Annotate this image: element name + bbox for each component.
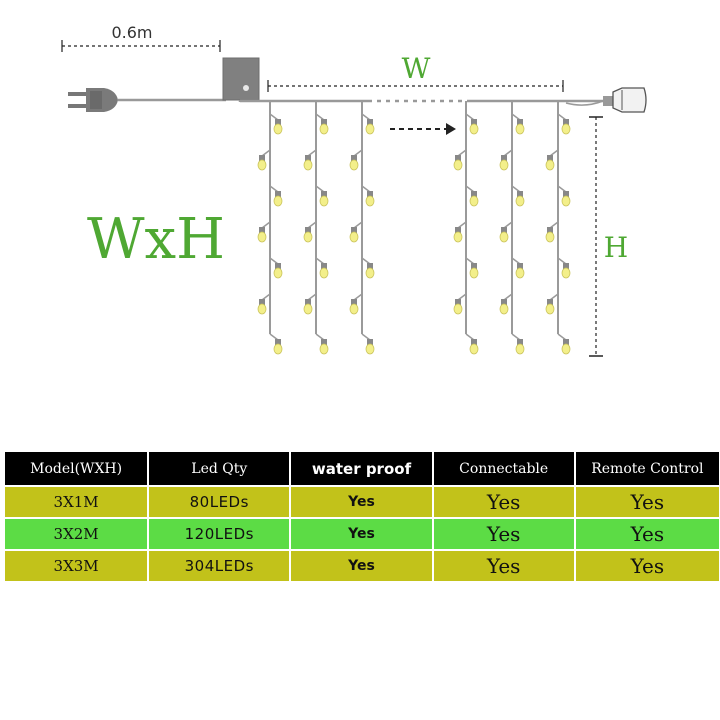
table-row: 3X1M 80LEDs Yes Yes Yes	[5, 487, 719, 517]
cell-remote-control: Yes	[575, 487, 719, 517]
cell-remote-control: Yes	[575, 551, 719, 581]
led-bulb-icon	[315, 333, 329, 355]
led-bulb-icon	[349, 149, 363, 171]
cell-led-qty: 80LEDs	[149, 487, 290, 517]
cell-model: 3X2M	[5, 519, 148, 549]
cable-length-dimension: 0.6m	[61, 23, 221, 52]
cell-led-qty: 304LEDs	[149, 551, 290, 581]
led-bulb-icon	[545, 293, 559, 315]
led-bulb-icon	[453, 149, 467, 171]
controller-box-icon	[222, 57, 260, 102]
cell-model: 3X3M	[5, 551, 148, 581]
cell-connectable: Yes	[433, 487, 574, 517]
cell-led-qty: 120LEDs	[149, 519, 290, 549]
led-bulb-icon	[349, 221, 363, 243]
cell-water-proof: Yes	[291, 487, 432, 517]
cell-water-proof: Yes	[291, 519, 432, 549]
extension-arrow-icon	[372, 99, 470, 135]
led-bulb-icon	[465, 185, 479, 207]
led-bulb-icon	[269, 113, 283, 135]
led-strand	[545, 101, 571, 355]
led-strand	[453, 101, 479, 355]
led-bulb-icon	[349, 293, 363, 315]
led-bulb-icon	[257, 221, 271, 243]
led-bulb-icon	[465, 257, 479, 279]
led-bulb-icon	[499, 293, 513, 315]
cell-connectable: Yes	[433, 551, 574, 581]
led-bulb-icon	[557, 333, 571, 355]
cell-water-proof: Yes	[291, 551, 432, 581]
led-bulb-icon	[269, 185, 283, 207]
end-connector-icon	[565, 87, 647, 113]
led-bulb-icon	[557, 113, 571, 135]
light-strands	[257, 101, 571, 355]
cell-connectable: Yes	[433, 519, 574, 549]
led-bulb-icon	[545, 149, 559, 171]
header-remote-control: Remote Control	[575, 452, 719, 485]
led-bulb-icon	[511, 257, 525, 279]
led-bulb-icon	[465, 333, 479, 355]
led-bulb-icon	[303, 293, 317, 315]
led-strand	[303, 101, 329, 355]
led-bulb-icon	[315, 113, 329, 135]
dimension-title: WxH	[87, 207, 225, 272]
led-bulb-icon	[303, 149, 317, 171]
led-bulb-icon	[453, 293, 467, 315]
led-bulb-icon	[453, 221, 467, 243]
header-led-qty: Led Qty	[149, 452, 290, 485]
width-dimension: W	[267, 52, 564, 92]
cable-length-label: 0.6m	[111, 23, 152, 42]
led-bulb-icon	[499, 221, 513, 243]
led-strand	[349, 101, 375, 355]
led-bulb-icon	[257, 293, 271, 315]
plug-icon	[68, 88, 118, 112]
led-bulb-icon	[257, 149, 271, 171]
led-strand	[499, 101, 525, 355]
led-bulb-icon	[361, 257, 375, 279]
led-bulb-icon	[557, 185, 571, 207]
cell-model: 3X1M	[5, 487, 148, 517]
led-bulb-icon	[557, 257, 571, 279]
led-bulb-icon	[269, 333, 283, 355]
led-bulb-icon	[511, 333, 525, 355]
led-bulb-icon	[269, 257, 283, 279]
height-label: H	[604, 231, 628, 264]
led-bulb-icon	[511, 113, 525, 135]
header-model: Model(WXH)	[5, 452, 148, 485]
led-bulb-icon	[499, 149, 513, 171]
header-connectable: Connectable	[433, 452, 574, 485]
led-bulb-icon	[511, 185, 525, 207]
led-bulb-icon	[361, 333, 375, 355]
led-bulb-icon	[303, 221, 317, 243]
cell-remote-control: Yes	[575, 519, 719, 549]
table-row: 3X3M 304LEDs Yes Yes Yes	[5, 551, 719, 581]
led-bulb-icon	[545, 221, 559, 243]
width-label: W	[402, 52, 431, 85]
led-bulb-icon	[361, 113, 375, 135]
spec-table: Model(WXH) Led Qty water proof Connectab…	[3, 450, 720, 583]
led-bulb-icon	[315, 257, 329, 279]
led-bulb-icon	[465, 113, 479, 135]
led-strand	[257, 101, 283, 355]
table-row: 3X2M 120LEDs Yes Yes Yes	[5, 519, 719, 549]
led-bulb-icon	[361, 185, 375, 207]
height-dimension: H	[589, 116, 628, 357]
led-bulb-icon	[315, 185, 329, 207]
table-header-row: Model(WXH) Led Qty water proof Connectab…	[5, 452, 719, 485]
header-water-proof: water proof	[291, 452, 432, 485]
curtain-light-diagram: 0.6m W H WxH	[61, 23, 647, 357]
